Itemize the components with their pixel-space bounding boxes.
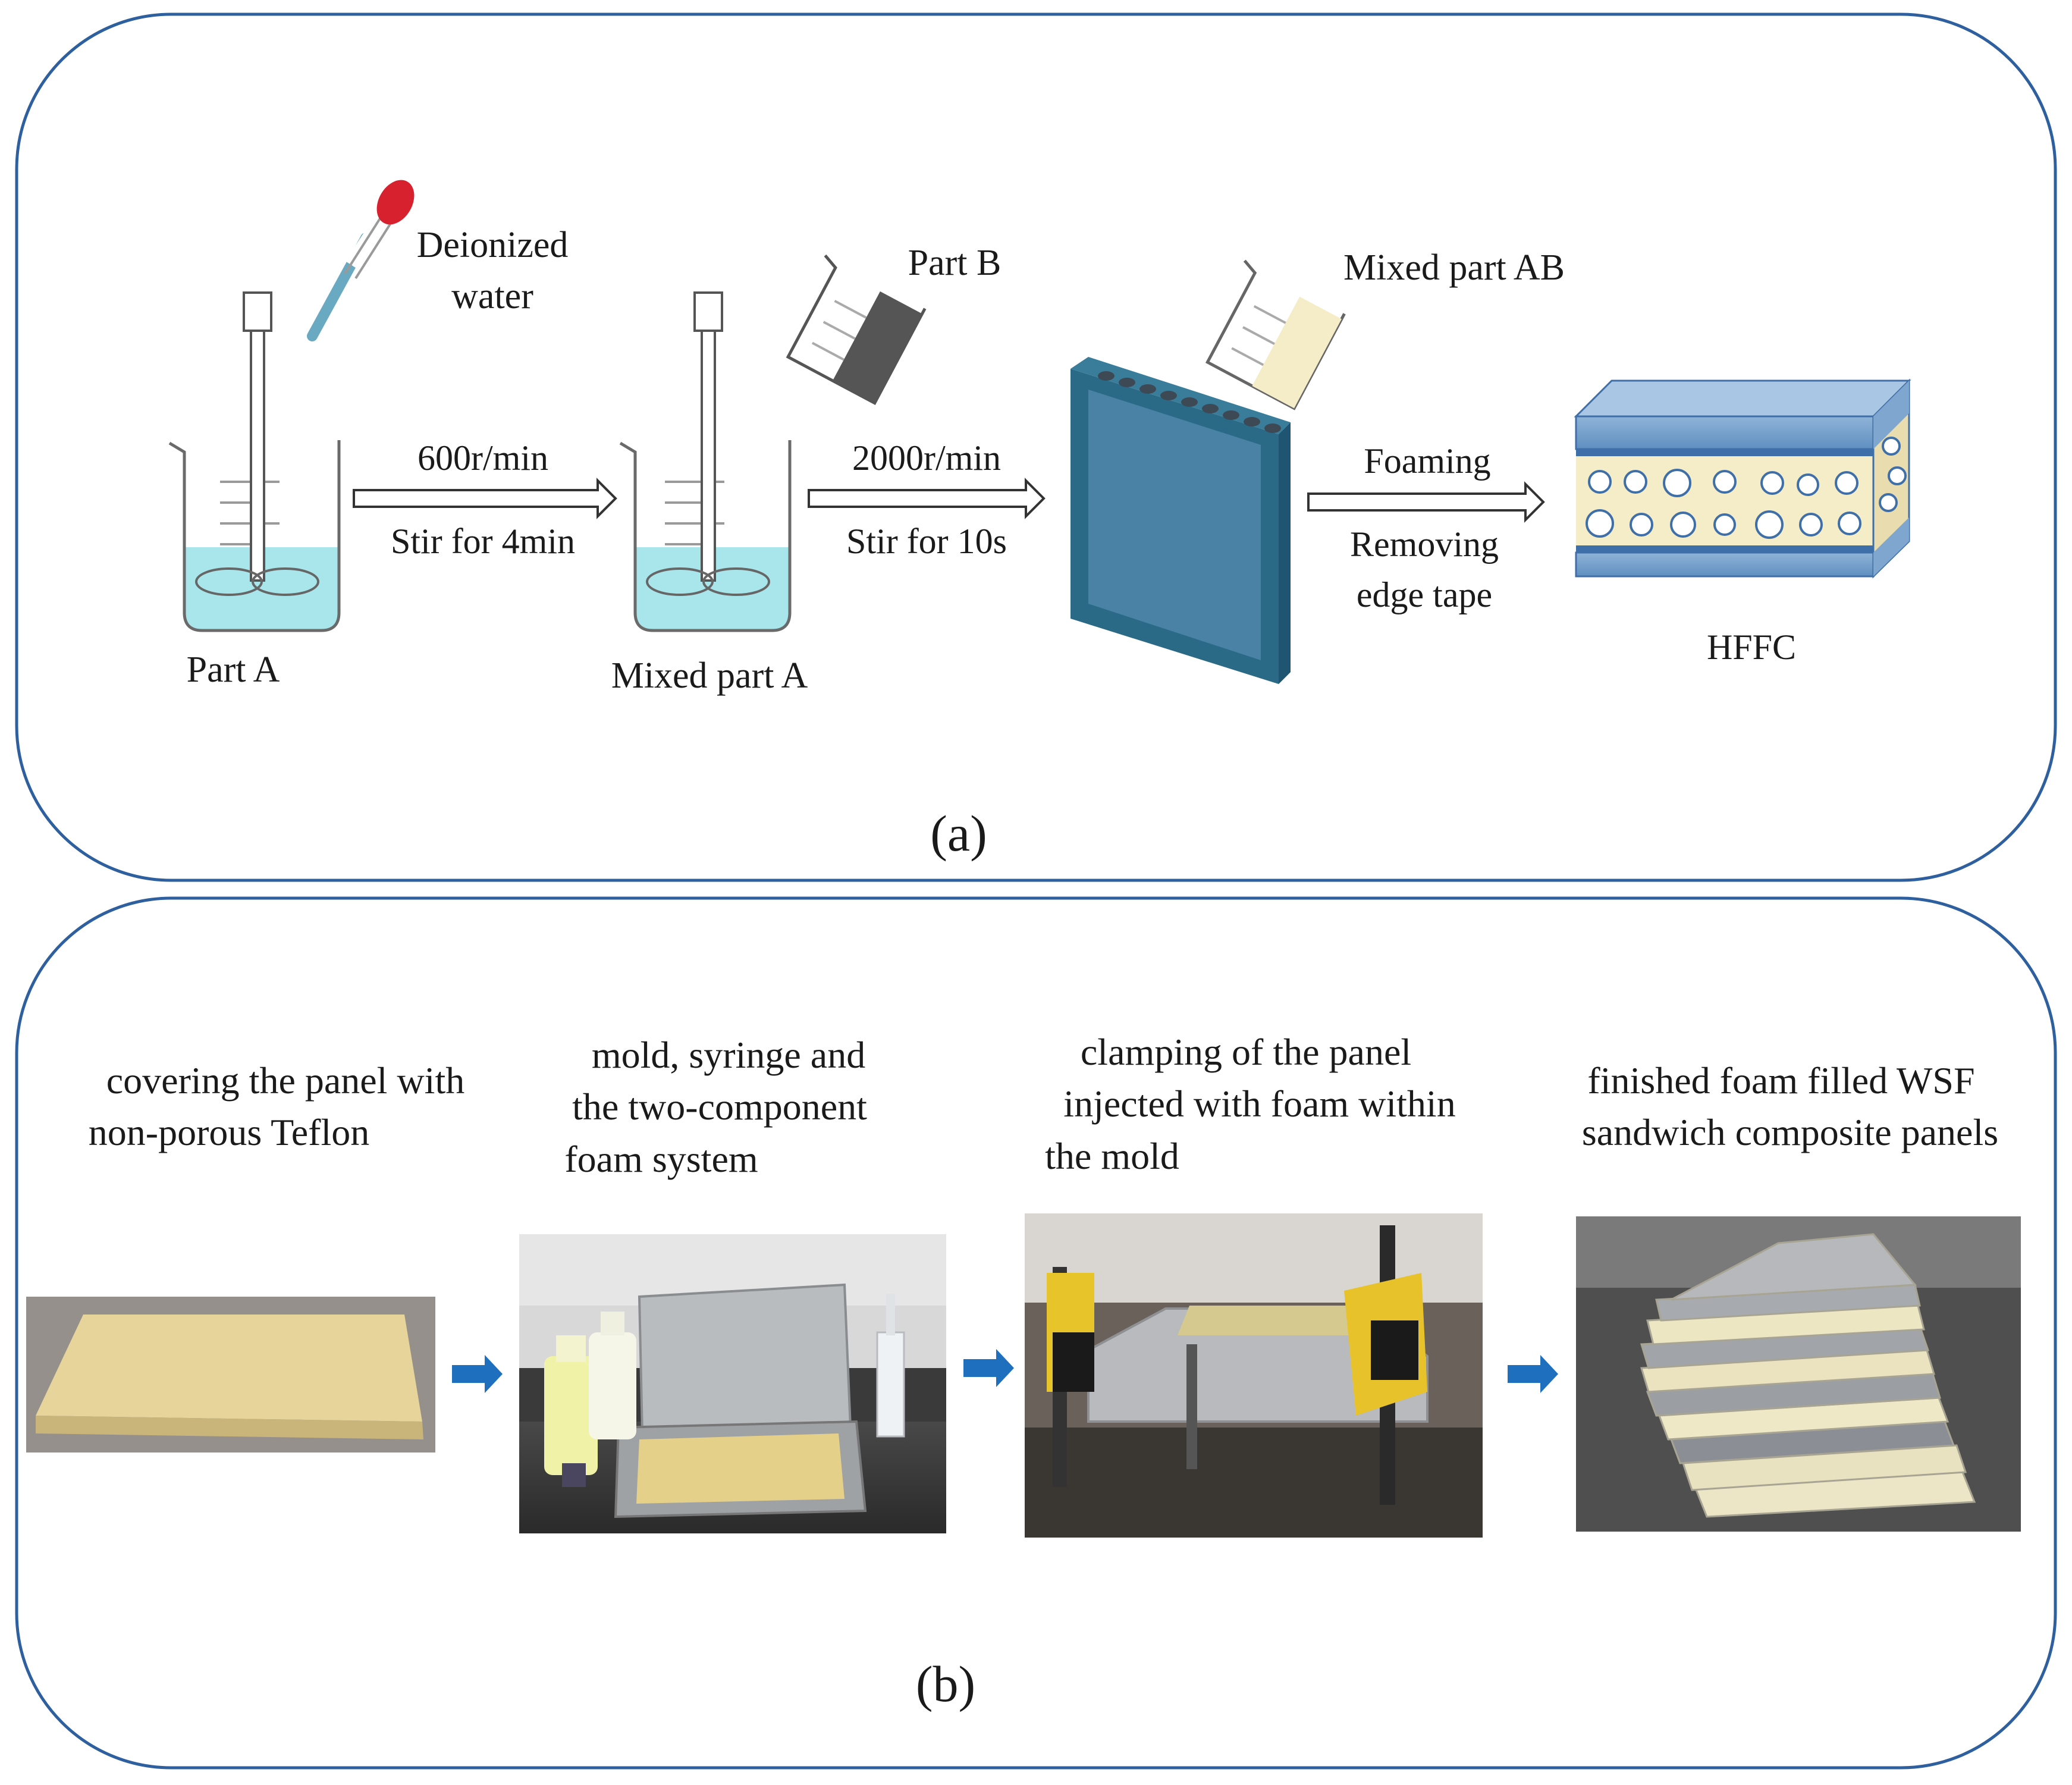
photo-clamping: [1025, 1213, 1483, 1538]
flow-arrow-3: [1307, 481, 1545, 523]
beaker-mixed-part-ab: [1205, 259, 1346, 410]
b-step-3-line-1: clamping of the panel: [1081, 1031, 1411, 1073]
label-hffc: HFFC: [1707, 628, 1796, 667]
hffc-sandwich: [1574, 378, 1911, 579]
beaker-part-a: [168, 291, 341, 632]
dropper-icon: [307, 180, 415, 341]
blue-arrow-1: [452, 1355, 503, 1393]
step-3-below-2: edge tape: [1357, 575, 1492, 614]
b-step-3-line-2: injected with foam within: [1063, 1083, 1455, 1125]
step-3-below-1: Removing: [1350, 525, 1499, 564]
photo-mold-syringe: [519, 1234, 946, 1533]
b-step-4-line-1: finished foam filled WSF: [1587, 1059, 1974, 1102]
b-step-1-line-2: non-porous Teflon: [89, 1111, 370, 1153]
step-2-below: Stir for 10s: [846, 522, 1007, 561]
panel-b-caption: (b): [916, 1655, 975, 1712]
flow-arrow-2: [808, 478, 1046, 519]
label-part-a: Part A: [187, 650, 280, 690]
b-step-3-line-3: the mold: [1045, 1135, 1179, 1177]
panel-b-frame: [15, 896, 2057, 1770]
panel-a-frame: [15, 12, 2057, 882]
b-step-2-line-3: foam system: [564, 1138, 758, 1180]
label-mixed-part-ab: Mixed part AB: [1343, 247, 1565, 288]
label-deionized-2: water: [451, 276, 533, 316]
label-deionized-1: Deionized: [417, 225, 569, 265]
blue-arrow-3: [1508, 1355, 1558, 1393]
step-2-above: 2000r/min: [852, 438, 1001, 478]
flow-arrow-1: [353, 478, 617, 519]
step-1-below: Stir for 4min: [391, 522, 575, 561]
beaker-part-b: [786, 254, 927, 405]
b-step-4-line-2: sandwich composite panels: [1582, 1111, 1998, 1153]
b-step-2-line-2: the two-component: [572, 1086, 867, 1128]
photo-finished-panels: [1576, 1216, 2021, 1532]
label-mixed-part-a: Mixed part A: [611, 655, 808, 696]
b-step-2-line-1: mold, syringe and: [592, 1034, 865, 1076]
panel-a-caption: (a): [930, 805, 987, 862]
beaker-mixed-part-a: [619, 291, 792, 632]
step-1-above: 600r/min: [417, 438, 548, 478]
mold: [1070, 357, 1291, 684]
label-part-b: Part B: [908, 243, 1002, 283]
blue-arrow-2: [963, 1349, 1014, 1387]
step-3-above: Foaming: [1364, 441, 1490, 481]
b-step-1-line-1: covering the panel with: [106, 1059, 464, 1102]
photo-teflon-panel: [26, 1297, 435, 1453]
